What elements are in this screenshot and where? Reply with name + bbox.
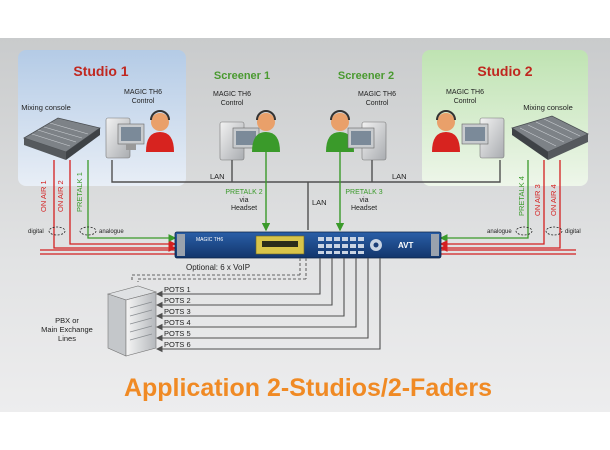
studio-2-mixing-label: Mixing console xyxy=(523,103,573,112)
lan-label-center: LAN xyxy=(312,198,327,207)
mixing-console-1-icon xyxy=(23,117,101,160)
mixing-console-2-icon xyxy=(511,115,589,160)
pots-label: POTS 5 xyxy=(164,329,191,338)
voip-lines xyxy=(131,258,307,282)
pretalk-4-label: PRETALK 4 xyxy=(517,176,526,216)
pots-label: POTS 2 xyxy=(164,296,191,305)
screener-2-title: Screener 2 xyxy=(338,70,394,82)
on-air-2-label: ON AIR 2 xyxy=(56,180,65,212)
lan-label-left: LAN xyxy=(210,172,225,181)
device-model-label: MAGIC TH6 xyxy=(196,237,223,243)
on-air-4-label: ON AIR 4 xyxy=(549,184,558,216)
studio-2-signal-lines xyxy=(439,160,576,255)
lan-wiring xyxy=(111,160,501,230)
pots-line xyxy=(155,258,369,342)
lan-label-right: LAN xyxy=(392,172,407,181)
device-brand-label: AVT xyxy=(398,241,414,250)
pots-line xyxy=(155,258,381,353)
on-air-1-label: ON AIR 1 xyxy=(39,180,48,212)
pots-label: POTS 1 xyxy=(164,285,191,294)
magic-th6-device: MAGIC TH6 AVT xyxy=(174,231,442,259)
pots-label: POTS 6 xyxy=(164,340,191,349)
pretalk-label-line: PRETALK 2 xyxy=(225,189,262,196)
screener-1-operator-icon xyxy=(252,110,280,152)
digital-label-right: digital xyxy=(565,229,581,235)
control-label-line: Control xyxy=(454,98,477,105)
control-label-line: MAGIC TH6 xyxy=(358,91,396,98)
studio-1-operator-icon xyxy=(146,110,174,152)
headline: Application 2-Studios/2-Faders xyxy=(124,374,492,402)
studio-1-title: Studio 1 xyxy=(73,63,128,79)
pretalk-label-line: via xyxy=(360,197,369,204)
pbx-label-line: PBX or xyxy=(55,316,79,325)
control-label-line: Control xyxy=(132,98,155,105)
studio-1-mixing-label: Mixing console xyxy=(21,103,71,112)
studio-2-computer-icon xyxy=(461,117,505,159)
analogue-label-left: analogue xyxy=(99,229,124,235)
pretalk-1-label: PRETALK 1 xyxy=(75,172,84,212)
pretalk-label-line: Headset xyxy=(231,205,257,212)
pretalk-label-line: PRETALK 3 xyxy=(345,189,382,196)
pots-lines: POTS 1 POTS 2 POTS 3 POTS 4 POTS 5 POTS 6 xyxy=(155,258,381,353)
pbx-label-line: Main Exchange xyxy=(41,325,93,334)
control-label-line: MAGIC TH6 xyxy=(213,91,251,98)
studio-1-signal-lines xyxy=(40,160,177,255)
pots-label: POTS 4 xyxy=(164,318,191,327)
screener-1-title: Screener 1 xyxy=(214,70,270,82)
control-label-line: Control xyxy=(366,100,389,107)
voip-label: Optional: 6 x VoIP xyxy=(186,263,250,272)
pbx-label-line: Lines xyxy=(58,334,76,343)
analogue-label-right: analogue xyxy=(487,229,512,235)
pots-line xyxy=(155,258,333,309)
screener-2-computer-icon xyxy=(347,121,387,161)
studio-2-title: Studio 2 xyxy=(477,63,532,79)
screener-2-operator-icon xyxy=(326,110,354,152)
pots-line xyxy=(155,258,345,320)
signal-type-markers xyxy=(48,226,563,236)
control-label-line: MAGIC TH6 xyxy=(446,89,484,96)
pretalk-label-line: via xyxy=(240,197,249,204)
screener-1-computer-icon xyxy=(219,121,260,161)
pots-line xyxy=(155,258,357,331)
control-label-line: MAGIC TH6 xyxy=(124,89,162,96)
pots-line xyxy=(155,258,321,298)
studio-1-computer-icon xyxy=(105,117,145,159)
studio-2-operator-icon xyxy=(432,110,460,152)
pretalk-label-line: Headset xyxy=(351,205,377,212)
device-keypad xyxy=(318,237,364,254)
pbx-server-icon xyxy=(106,285,158,357)
control-label-line: Control xyxy=(221,100,244,107)
digital-label-left: digital xyxy=(28,229,44,235)
pots-label: POTS 3 xyxy=(164,307,191,316)
on-air-3-label: ON AIR 3 xyxy=(533,184,542,216)
